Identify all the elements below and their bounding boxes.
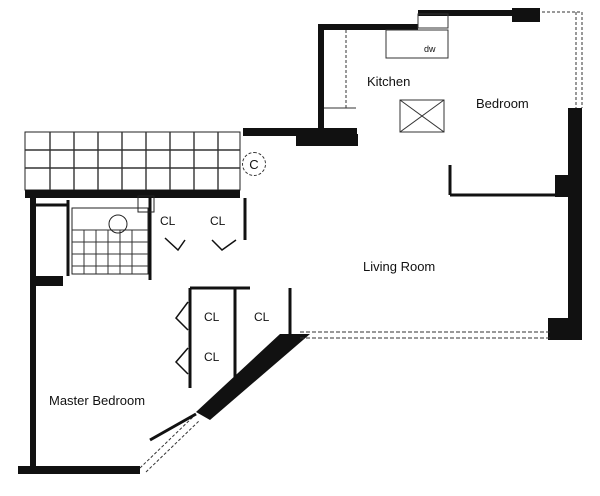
compass-mark: C bbox=[242, 152, 266, 176]
master-bedroom-label: Master Bedroom bbox=[49, 393, 146, 408]
closet-label: CL bbox=[204, 310, 220, 324]
bathroom bbox=[71, 195, 155, 275]
compass-letter: C bbox=[249, 156, 259, 172]
closet-label: CL bbox=[210, 214, 226, 228]
bedroom-label: Bedroom bbox=[476, 96, 529, 111]
living-room-label: Living Room bbox=[363, 259, 436, 274]
terrace-grid bbox=[24, 131, 241, 191]
exterior-walls bbox=[18, 8, 582, 474]
closet-label: CL bbox=[204, 350, 220, 364]
closet-label: CL bbox=[254, 310, 270, 324]
dishwasher-label: dw bbox=[424, 44, 436, 54]
kitchen-counters bbox=[324, 13, 449, 133]
windows bbox=[139, 11, 583, 473]
closet-doors bbox=[164, 237, 237, 375]
closet-label: CL bbox=[160, 214, 176, 228]
kitchen-label: Kitchen bbox=[367, 74, 411, 89]
